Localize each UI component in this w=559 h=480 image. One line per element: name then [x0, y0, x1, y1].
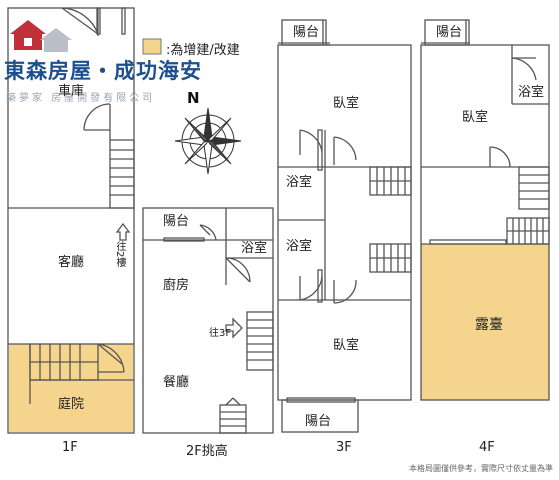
brand-name: 東森房屋・成功海安	[4, 59, 202, 83]
floor-caption-1f: 1F	[62, 440, 78, 455]
room-label-f3-balcony-bottom: 陽台	[305, 414, 332, 429]
disclaimer-footnote: 本格局圖僅供參考，實際尺寸依丈量為準	[409, 464, 553, 473]
floor-1f-plan	[7, 7, 135, 434]
floor-caption-2f: 2F挑高	[186, 444, 228, 459]
brand-subtitle: 築夢家 房屋開發有限公司	[6, 93, 156, 104]
room-label-f2-balcony: 陽台	[163, 214, 190, 229]
floor-3f-plan	[277, 19, 412, 433]
legend-swatch	[142, 38, 162, 55]
room-label-f1-yard: 庭院	[58, 397, 85, 412]
room-label-f2-bath: 浴室	[241, 241, 268, 256]
f4-deck-addition	[421, 244, 549, 400]
room-label-f2-kitchen: 廚房	[163, 278, 190, 293]
room-label-f2-dining: 餐廳	[163, 375, 190, 390]
room-label-f4-deck: 露臺	[475, 317, 503, 333]
note-f2-up: 往3F	[209, 328, 232, 339]
compass-north-label: N	[187, 89, 200, 107]
room-label-f3-bedroom-bottom: 臥室	[333, 338, 360, 353]
room-label-f1-garage: 車庫	[58, 84, 85, 99]
floor-caption-4f: 4F	[479, 440, 495, 455]
room-label-f3-balcony-top: 陽台	[293, 25, 320, 40]
room-label-f4-bath: 浴室	[518, 85, 545, 100]
legend-label: :為增建/改建	[166, 43, 240, 58]
room-label-f3-bath-2: 浴室	[286, 239, 313, 254]
room-label-f4-bedroom: 臥室	[462, 110, 489, 125]
floor-caption-3f: 3F	[336, 440, 352, 455]
floor-4f-plan	[420, 19, 550, 401]
compass-rose	[174, 107, 242, 175]
room-label-f3-bedroom-top: 臥室	[333, 96, 360, 111]
room-label-f3-bath-1: 浴室	[286, 175, 313, 190]
room-label-f1-living: 客廳	[58, 255, 85, 270]
brand-logo	[10, 20, 72, 52]
note-f1-up: 往2樓	[114, 241, 125, 268]
floor-2f-plan	[142, 207, 274, 434]
room-label-f4-balcony: 陽台	[436, 25, 463, 40]
